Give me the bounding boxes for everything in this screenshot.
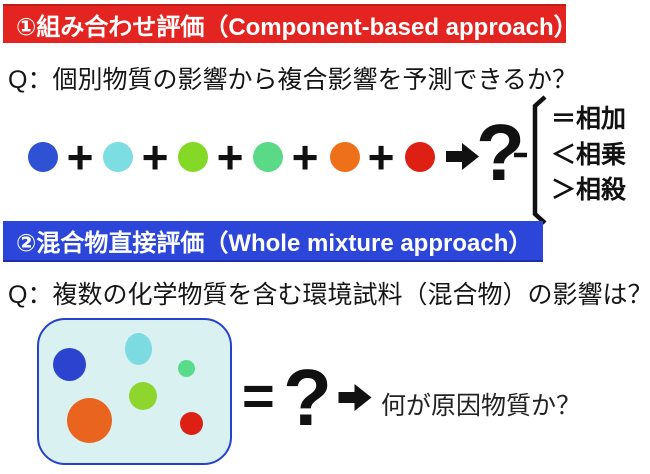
substance-dot-yellow-green (178, 142, 208, 172)
question-mark: ? (283, 353, 332, 442)
mixture-sample-box (37, 318, 232, 465)
mixture-dot-red (180, 412, 203, 435)
section1-question: Q：個別物質の影響から複合影響を予測できるか？ (8, 66, 577, 94)
mixture-dot-orange (67, 398, 112, 443)
section2-banner: ②混合物直接評価（Whole mixture approach） (3, 221, 543, 262)
brace-bracket-icon (514, 95, 547, 225)
substance-dot-blue (28, 142, 58, 172)
plus-operator: + (291, 131, 319, 183)
mixture-dot-green (178, 360, 195, 377)
substance-dot-green (253, 142, 283, 172)
plus-operator: + (141, 131, 169, 183)
outcome-list: ＝相加 ＜相乗 ＞相殺 (551, 102, 626, 209)
outcome-synergistic: ＜相乗 (551, 140, 627, 169)
mixture-dot-cyan (125, 333, 152, 365)
arrow-right-icon (446, 143, 479, 170)
outcome-antagonistic: ＞相殺 (551, 176, 627, 204)
conclusion-text: 何が原因物質か？ (381, 392, 582, 420)
section2-question: Q：複数の化学物質を含む環境試料（混合物）の影響は？ (8, 281, 650, 309)
substance-dot-orange (330, 142, 360, 172)
plus-operator: + (66, 131, 94, 183)
outcome-additive: ＝相加 (551, 105, 627, 133)
plus-operator: + (216, 131, 244, 183)
question-mark: ? (476, 108, 525, 197)
section1-banner: ①組み合わせ評価（Component-based approach） (3, 4, 578, 43)
plus-operator: + (367, 131, 395, 183)
substance-dot-cyan (103, 142, 133, 172)
arrow-right-icon (338, 384, 372, 411)
substance-dot-red (405, 142, 435, 172)
equals-sign: = (242, 364, 275, 427)
mixture-dot-blue (53, 348, 86, 381)
mixture-dot-yellow-green (129, 382, 157, 410)
